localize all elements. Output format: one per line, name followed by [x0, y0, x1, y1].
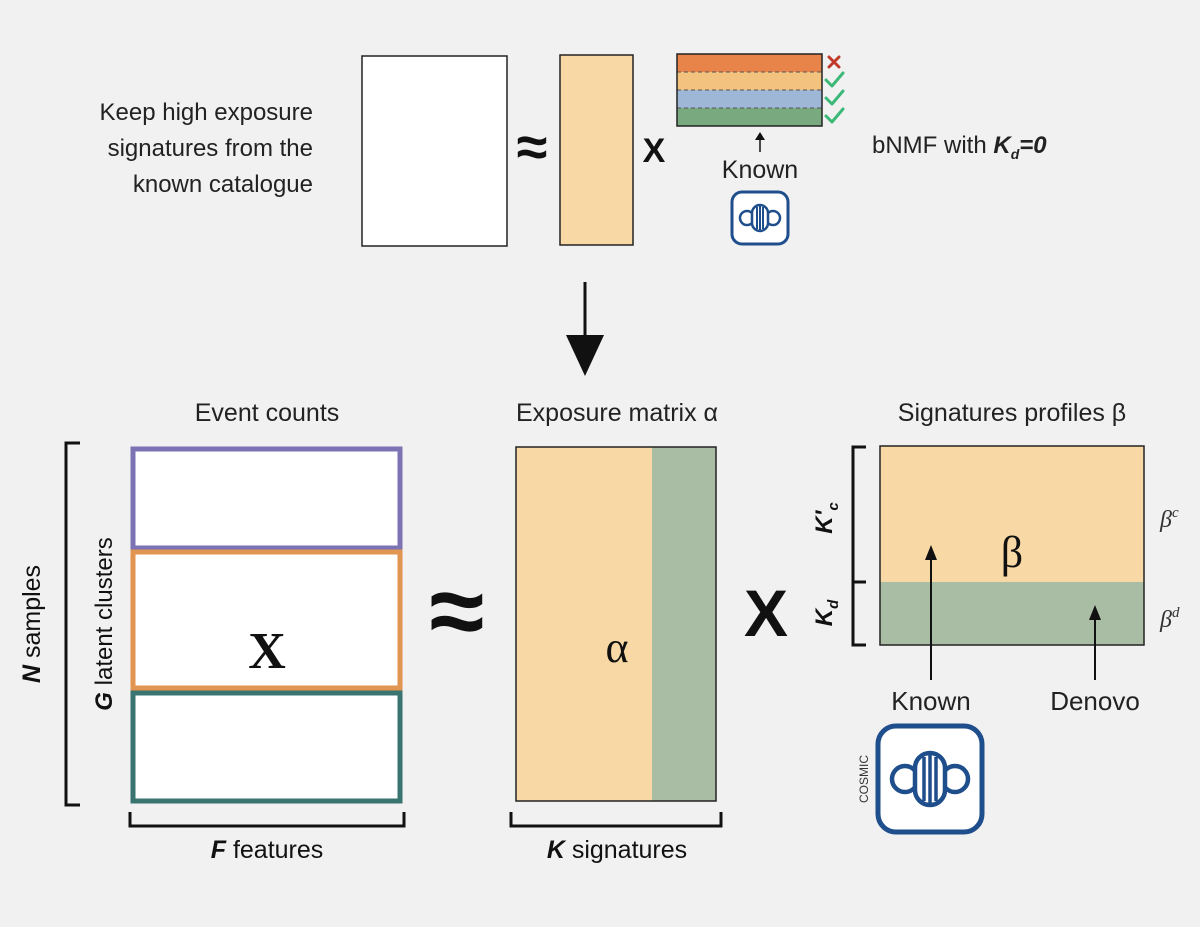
kc-label: K'c — [811, 502, 842, 534]
catalogue-row-3 — [677, 90, 822, 108]
method-sub: d — [1011, 146, 1020, 162]
method-var: K — [993, 132, 1012, 159]
method-label: bNMF with Kd=0 — [872, 132, 1047, 162]
top-catalogue-matrix — [676, 53, 823, 127]
signatures-known-region — [880, 446, 1144, 582]
kd-label: Kd — [811, 599, 842, 626]
top-description-line-3: known catalogue — [133, 171, 313, 198]
denovo-arrow — [1089, 605, 1101, 680]
beta-symbol: β — [1001, 528, 1023, 577]
check-icon — [824, 107, 845, 124]
top-description-line-2: signatures from the — [108, 135, 313, 162]
alpha-symbol: α — [605, 623, 628, 672]
top-exposure-matrix — [559, 54, 634, 246]
x-matrix-label: X — [248, 623, 286, 680]
cross-icon — [827, 55, 841, 69]
top-times-symbol: X — [643, 132, 666, 170]
check-icon — [824, 89, 845, 106]
k-signatures-label: K signatures — [547, 836, 687, 864]
g-latent-clusters-label: G latent clusters — [91, 537, 118, 710]
cluster-box-orange — [130, 549, 403, 691]
method-suffix: =0 — [1019, 132, 1047, 159]
known-label: Known — [891, 686, 971, 716]
top-approx-symbol: ≈ — [517, 115, 548, 178]
down-arrow-icon — [566, 282, 604, 376]
exposure-matrix-title: Exposure matrix α — [516, 399, 718, 427]
known-arrow — [925, 545, 937, 680]
beta-c-label: βc — [1159, 505, 1179, 533]
n-samples-bracket — [64, 441, 80, 807]
f-features-bracket — [128, 812, 406, 828]
method-prefix: bNMF with — [872, 132, 993, 159]
cosmic-logo-large-icon — [875, 723, 985, 835]
bottom-approx-symbol: ≈ — [430, 555, 485, 667]
top-description-line-1: Keep high exposure — [100, 99, 314, 126]
k-split-bracket — [851, 445, 866, 647]
bottom-times-symbol: X — [744, 576, 788, 650]
beta-d-label: βd — [1159, 605, 1180, 633]
signatures-matrix-border — [879, 445, 1145, 646]
n-samples-label: N samples — [18, 565, 46, 683]
catalogue-row-4 — [677, 108, 822, 126]
exposure-matrix-border — [515, 446, 717, 802]
exposure-denovo-region — [652, 447, 716, 801]
catalogue-row-2 — [677, 72, 822, 90]
catalogue-row-1 — [677, 54, 822, 72]
denovo-label: Denovo — [1050, 686, 1140, 716]
check-icon — [824, 71, 845, 88]
f-features-label: F features — [211, 836, 324, 864]
cosmic-logo-icon — [730, 190, 790, 246]
signatures-denovo-region — [880, 582, 1144, 645]
top-description: Keep high exposure signatures from the k… — [100, 99, 314, 198]
top-known-label: Known — [722, 156, 798, 184]
cluster-box-purple — [130, 446, 403, 551]
event-counts-title: Event counts — [195, 399, 340, 427]
top-counts-matrix — [361, 55, 508, 247]
k-signatures-bracket — [509, 812, 723, 828]
cosmic-label: COSMIC — [857, 755, 871, 803]
exposure-known-region — [516, 447, 652, 801]
signatures-profiles-title: Signatures profiles β — [898, 399, 1126, 427]
cluster-box-teal — [130, 690, 403, 804]
